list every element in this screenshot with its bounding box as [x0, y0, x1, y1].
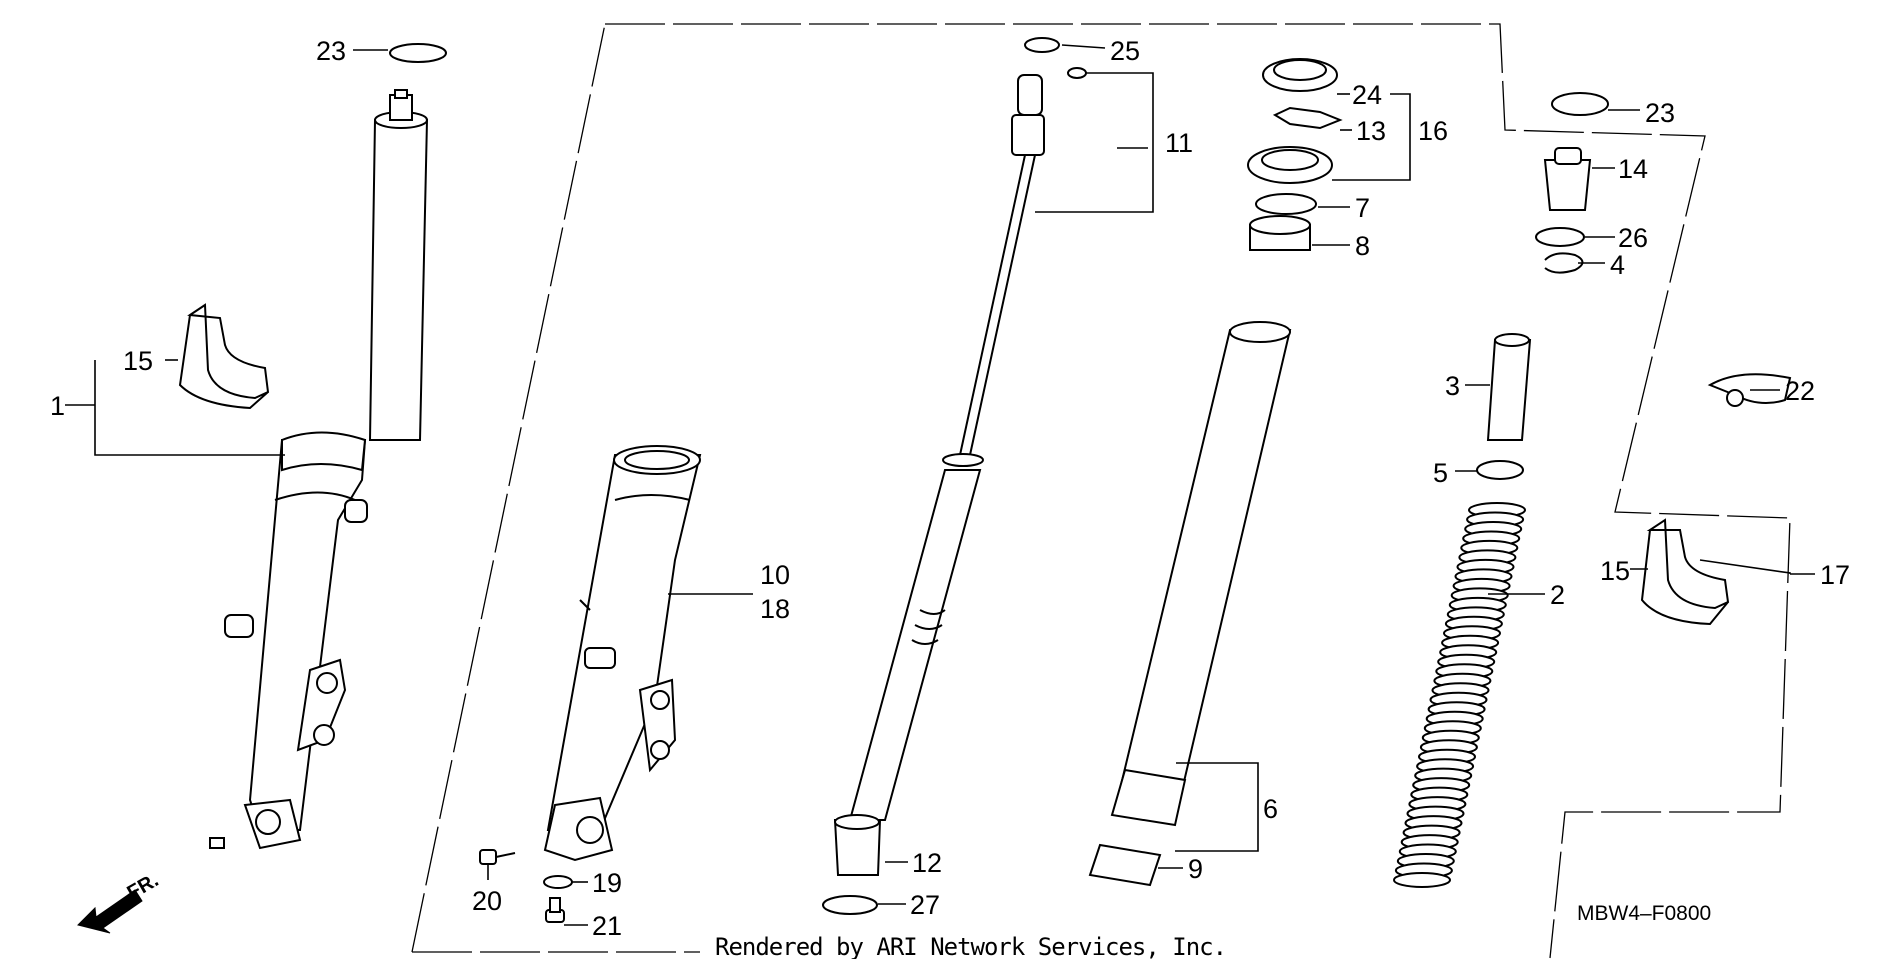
damper-rod: [848, 74, 1045, 821]
callout-12: 12: [912, 848, 942, 878]
callout-24: 24: [1352, 80, 1382, 110]
callout-23-left: 23: [316, 36, 346, 66]
fork-bolt: [1543, 147, 1592, 211]
fork-spring: [1393, 502, 1526, 888]
callout-13: 13: [1356, 116, 1386, 146]
clip-screw: [1726, 389, 1744, 407]
callout-10: 10: [760, 560, 790, 590]
callout-27: 27: [910, 890, 940, 920]
callout-19: 19: [592, 868, 622, 898]
callout-20: 20: [472, 886, 502, 916]
callout-5: 5: [1433, 458, 1448, 488]
fork-assembly-left: [209, 89, 429, 850]
callout-17: 17: [1820, 560, 1850, 590]
back-up-ring: [1255, 193, 1317, 215]
washer-25: [1024, 37, 1060, 53]
callout-labels: 23 25 11 24 13 16 7 8 23 14 26 4 15 1 3 …: [50, 36, 1850, 941]
callout-4: 4: [1610, 250, 1625, 280]
callout-9: 9: [1188, 854, 1203, 884]
callout-14: 14: [1618, 154, 1648, 184]
callout-15-right: 15: [1600, 556, 1630, 586]
spring-coil: [1393, 872, 1451, 888]
lock-ring: [1544, 252, 1584, 274]
callout-3: 3: [1445, 371, 1460, 401]
diagram-code: MBW4–F0800: [1577, 902, 1711, 925]
callout-23-right: 23: [1645, 98, 1675, 128]
callout-18: 18: [760, 594, 790, 624]
snap-ring-top-left: [389, 43, 447, 63]
snap-ring-top-right: [1551, 92, 1609, 116]
stopper-ring: [1272, 106, 1343, 130]
leader-lines: [65, 44, 1815, 926]
o-ring: [822, 895, 878, 915]
callout-26: 26: [1618, 223, 1648, 253]
spring-seat: [1476, 460, 1524, 480]
credit-text: Rendered by ARI Network Services, Inc.: [715, 933, 1226, 959]
callout-8: 8: [1355, 231, 1370, 261]
guide-bushing: [1249, 215, 1311, 251]
callout-11: 11: [1165, 128, 1193, 158]
fork-protector-right: [1640, 518, 1730, 626]
callout-22: 22: [1785, 376, 1815, 406]
o-ring-26: [1535, 227, 1585, 247]
callout-15-left: 15: [123, 346, 153, 376]
socket-bolt: [545, 897, 565, 923]
sealing-washer: [543, 875, 573, 889]
fork-pipe: [1110, 321, 1292, 827]
callout-1: 1: [50, 391, 65, 421]
callout-25: 25: [1110, 36, 1140, 66]
callout-2: 2: [1550, 580, 1565, 610]
slider-bushing: [1088, 843, 1162, 887]
fork-spacer: [1486, 333, 1532, 441]
callout-21: 21: [592, 911, 622, 941]
dust-seal: [1262, 58, 1338, 92]
oil-seal: [1247, 146, 1333, 184]
oil-lock-piece: [833, 814, 882, 876]
fork-protector-left: [178, 303, 270, 410]
fork-slider: [543, 445, 702, 862]
clip: [1707, 373, 1792, 405]
front-arrow-icon: FR.: [77, 869, 162, 934]
bleed-screw: [479, 849, 516, 865]
callout-6: 6: [1263, 794, 1278, 824]
callout-16: 16: [1418, 116, 1448, 146]
assembly-boundary: [411, 23, 1791, 959]
callout-7: 7: [1355, 193, 1370, 223]
washer-small: [1067, 67, 1087, 79]
